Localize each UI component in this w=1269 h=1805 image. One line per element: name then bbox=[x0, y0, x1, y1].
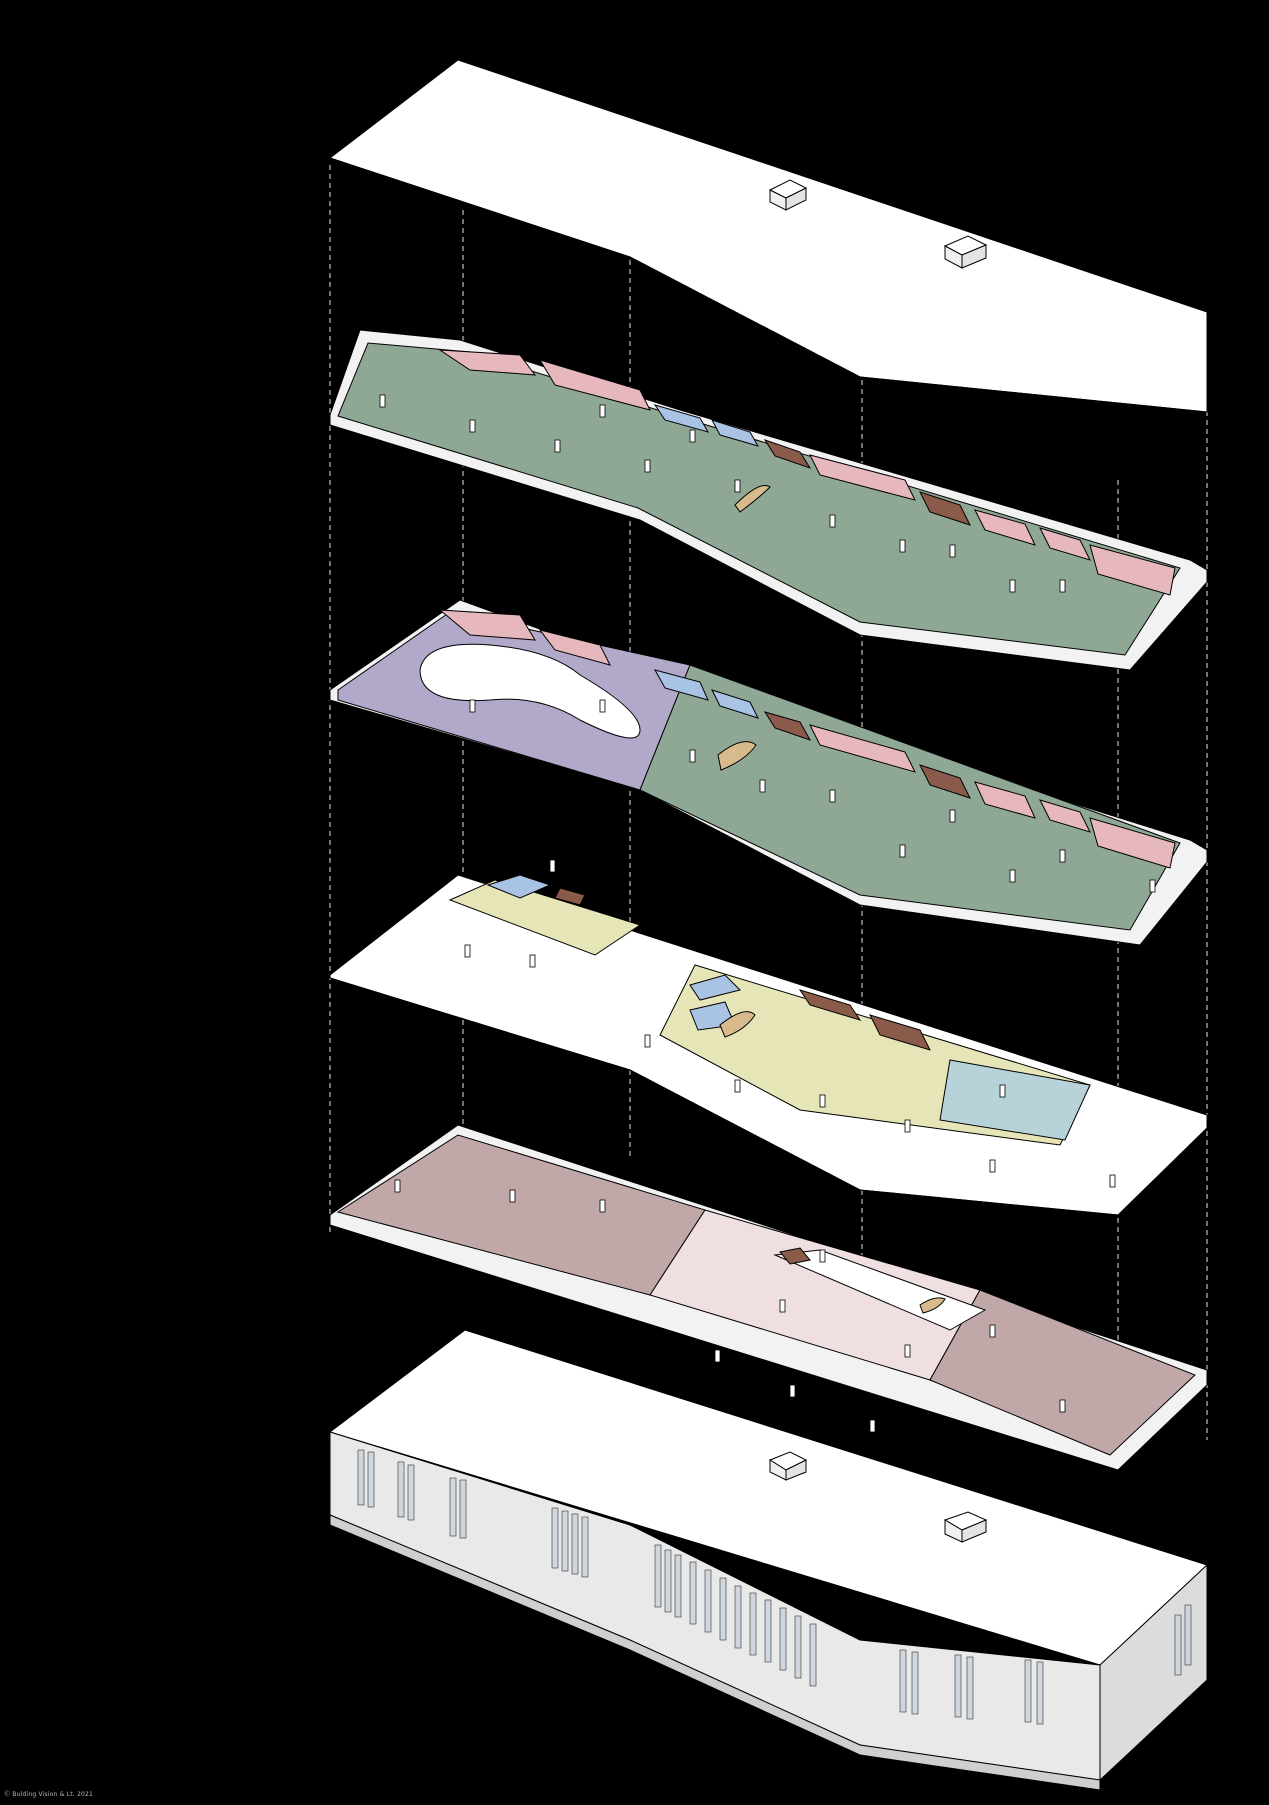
stair-icon bbox=[719, 1011, 756, 1038]
ramp-curve bbox=[419, 643, 641, 739]
building-massing bbox=[328, 1329, 1208, 1791]
roof-vent bbox=[768, 179, 808, 211]
level-1-slab bbox=[329, 1124, 1208, 1471]
roof-slab bbox=[328, 59, 1208, 413]
stair-icon bbox=[734, 485, 771, 513]
roof-vent bbox=[943, 235, 988, 269]
level-4-slab bbox=[329, 329, 1208, 671]
level-2-slab bbox=[329, 859, 1208, 1216]
stair-icon bbox=[717, 741, 757, 771]
level-3-slab bbox=[329, 599, 1208, 946]
roof-vent bbox=[768, 1451, 808, 1481]
credit-text: Ⓒ Bulding Vision & Lt. 2021 bbox=[4, 1791, 94, 1798]
stair-icon bbox=[919, 1297, 946, 1314]
facade-windows bbox=[357, 1449, 1192, 1725]
roof-vent bbox=[943, 1511, 988, 1543]
